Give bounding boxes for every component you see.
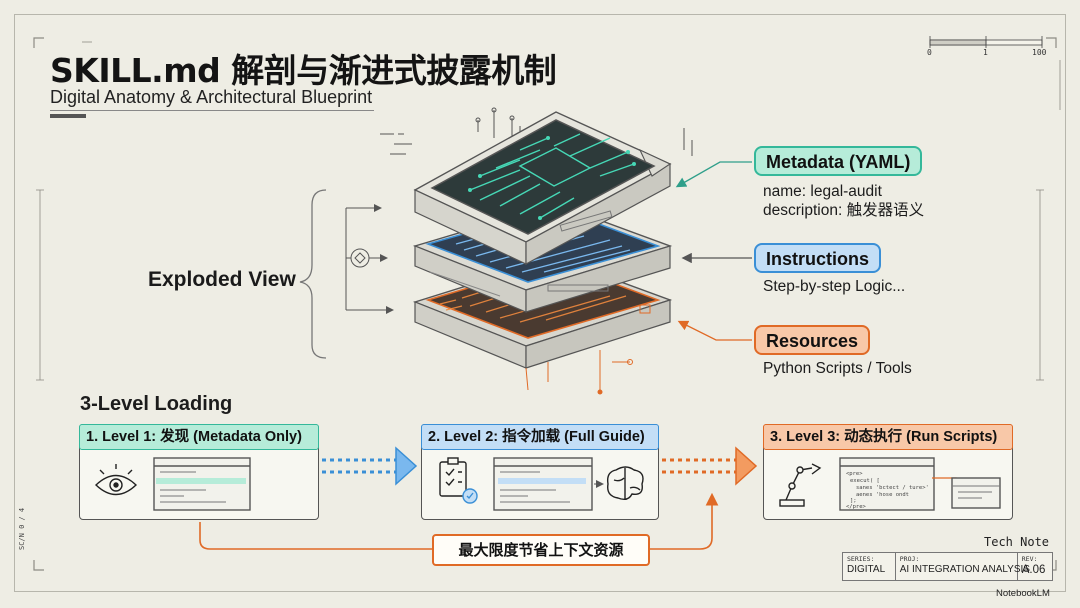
eye-icon: [94, 464, 138, 496]
rev-cell: REV: A.06: [1018, 553, 1052, 580]
terminal-icon: [932, 477, 1001, 509]
code-window-icon: [839, 457, 935, 511]
exploded-view-brace: [299, 189, 327, 359]
loading-title: 3-Level Loading: [80, 393, 233, 415]
level3-header: 3. Level 3: 动态执行 (Run Scripts): [763, 424, 1013, 450]
code-line: sanes 'bctect / ture>': [856, 485, 929, 491]
code-line: execut( [: [850, 478, 880, 484]
rev-label: REV:: [1021, 555, 1038, 563]
title-block: SERIES: DIGITAL PROJ: AI INTEGRATION ANA…: [842, 552, 1053, 581]
brain-icon: [606, 466, 644, 501]
blueprint-frame: [14, 14, 1066, 592]
scale-tick-0: 0: [927, 48, 932, 57]
resources-line: Python Scripts / Tools: [763, 360, 912, 377]
level2-to-level3-arrow: [662, 446, 758, 486]
code-line: aenes 'hose ondt: [856, 492, 909, 498]
metadata-line-description: description: 触发器语义: [763, 202, 925, 219]
side-code: SC/N 0 / 4: [18, 507, 26, 550]
scale-tick-100: 100: [1032, 48, 1047, 57]
metadata-line-name: name: legal-audit: [763, 183, 882, 200]
series-value: DIGITAL: [847, 564, 886, 575]
page-subtitle: Digital Anatomy & Architectural Blueprin…: [50, 87, 373, 107]
series-label: SERIES:: [847, 555, 875, 563]
clipboard-check-icon: [439, 457, 478, 504]
instructions-line: Step-by-step Logic...: [763, 278, 906, 295]
robot-arm-icon: [779, 463, 822, 507]
code-line: <pre>: [846, 471, 863, 477]
resources-label: Resources: [754, 325, 871, 355]
window-icon: [153, 457, 251, 511]
level1-header: 1. Level 1: 发现 (Metadata Only): [79, 424, 319, 450]
scale-tick-1: 1: [983, 48, 988, 57]
series-cell: SERIES: DIGITAL: [843, 553, 896, 580]
proj-cell: PROJ: AI INTEGRATION ANALYSIS: [896, 553, 1030, 580]
metadata-callout-arrow: [675, 161, 752, 188]
level2-header: 2. Level 2: 指令加载 (Full Guide): [421, 424, 659, 450]
subtitle-rule: [50, 110, 374, 111]
dimension-lines: [36, 41, 1061, 381]
tech-note-label: Tech Note: [984, 535, 1050, 549]
level1-to-level2-arrow: [322, 446, 418, 486]
left-connectors: [345, 204, 394, 314]
code-line: </pre>: [846, 504, 867, 510]
rev-value: A.06: [1021, 564, 1046, 576]
instructions-label: Instructions: [754, 243, 882, 273]
context-saving-loop: [199, 496, 712, 550]
metadata-layer: [413, 111, 672, 266]
exploded-view-label: Exploded View: [148, 268, 296, 291]
proj-label: PROJ:: [899, 555, 920, 563]
metadata-label: Metadata (YAML): [754, 146, 923, 176]
proj-value: AI INTEGRATION ANALYSIS: [899, 564, 1030, 575]
code-line: ];: [850, 498, 857, 504]
brand-label: NotebookLM: [996, 588, 1050, 599]
window-icon: [493, 457, 604, 511]
subtitle-mark: [50, 114, 86, 118]
context-saving-note: 最大限度节省上下文资源: [432, 534, 650, 566]
code-snippet: <pre> execut( [ sanes 'bctect / ture>' a…: [846, 471, 929, 510]
page-title: SKILL.md 解剖与渐进式披露机制: [50, 51, 557, 90]
resources-callout-arrow: [677, 320, 752, 341]
tick-marks: [380, 107, 693, 156]
scale-bar: [929, 36, 1043, 48]
